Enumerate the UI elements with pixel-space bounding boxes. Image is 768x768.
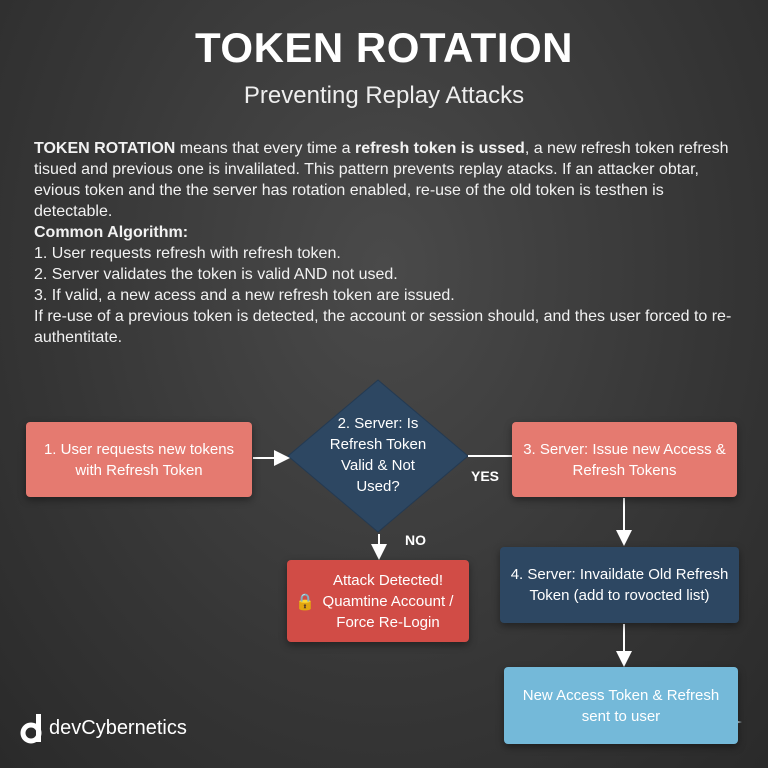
logo-d-icon <box>20 714 42 744</box>
lock-icon: 🔒 <box>295 594 315 611</box>
algorithm-step: 3. If valid, a new acess and a new refre… <box>34 287 455 304</box>
no-label: NO <box>405 532 426 548</box>
brand-logo: devCybernetics <box>20 712 187 744</box>
step4-box: 4. Server: Invaildate Old Refresh Token … <box>500 547 739 623</box>
decision-diamond <box>287 379 469 533</box>
attack-label: Attack Detected! Quamtine Account / Forc… <box>322 571 454 631</box>
page-subtitle: Preventing Replay Attacks <box>243 82 525 109</box>
attack-box: 🔒 Attack Detected! Quamtine Account / Fo… <box>287 560 469 642</box>
intro-text: , a new refresh token refresh tisued and… <box>34 140 729 220</box>
intro-paragraph: TOKEN ROTATION means that every time a r… <box>34 138 744 222</box>
intro-text: means that every time a <box>175 140 355 157</box>
yes-label: YES <box>471 468 500 484</box>
algorithm-step: 1. User requests refresh with refresh to… <box>34 245 341 262</box>
term: TOKEN ROTATION <box>34 140 176 157</box>
final-box: New Access Token & Refresh sent to user <box>504 667 738 744</box>
emphasis: refresh token is ussed <box>354 140 525 157</box>
decision-label: 2. Server: Is Refresh Token Valid & Not … <box>329 415 427 495</box>
algorithm-heading: Common Algorithm: <box>34 224 189 241</box>
algorithm-footer: If re-use of a previous token is detecte… <box>34 308 732 346</box>
step3-box: 3. Server: Issue new Access & Refresh To… <box>512 422 737 497</box>
page-title: TOKEN ROTATION <box>195 24 573 71</box>
step1-box: 1. User requests new tokens with Refresh… <box>26 422 252 497</box>
brand-name: devCybernetics <box>49 716 187 739</box>
algorithm-step: 2. Server validates the token is valid A… <box>34 266 398 283</box>
description: TOKEN ROTATION means that every time a r… <box>34 138 744 348</box>
